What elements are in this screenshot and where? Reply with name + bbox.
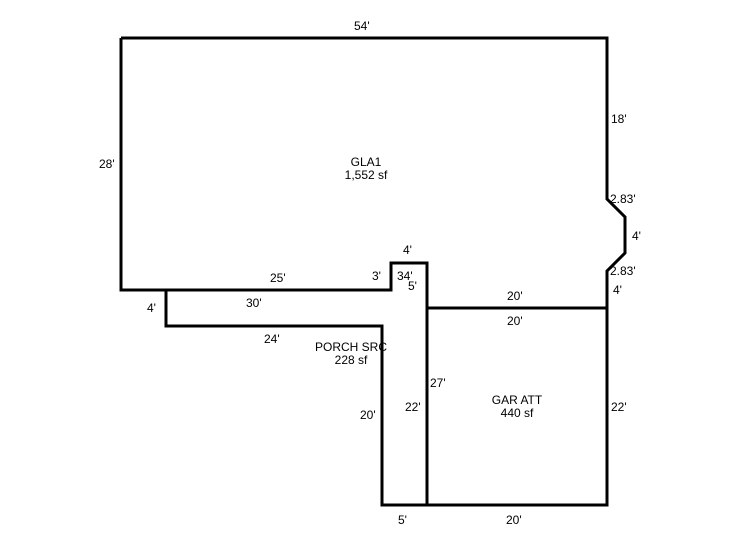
dim-porch-right-inner: 22' xyxy=(405,400,421,414)
dim-left: 28' xyxy=(99,157,115,171)
dim-bump-inner-left: 34' xyxy=(397,269,413,283)
dim-bay-face: 4' xyxy=(632,229,641,243)
area-name: PORCH SRC xyxy=(314,340,387,354)
porch-outline xyxy=(164,290,427,507)
dim-garage-top-inner: 20' xyxy=(507,314,523,328)
area-size: 228 sf xyxy=(334,353,368,367)
dim-bay-lower-angle: 2.83' xyxy=(610,264,636,278)
area-label-gla1: GLA1 1,552 sf xyxy=(336,156,396,182)
dim-bay-upper-angle: 2.83' xyxy=(610,192,636,206)
dim-garage-right: 22' xyxy=(611,400,627,414)
dim-gla-bottom-left: 25' xyxy=(270,271,286,285)
gla1-outline xyxy=(121,36,627,308)
dim-porch-top: 30' xyxy=(246,296,262,310)
dim-porch-left: 4' xyxy=(147,301,156,315)
area-name: GAR ATT xyxy=(491,393,543,407)
gla1-left-wall xyxy=(119,38,429,505)
area-size: 440 sf xyxy=(500,406,534,420)
dim-porch-lower-top: 24' xyxy=(264,332,280,346)
area-size: 1,552 sf xyxy=(344,168,388,182)
area-label-garage: GAR ATT 440 sf xyxy=(482,394,552,420)
dim-porch-right-outer: 20' xyxy=(360,408,376,422)
dim-garage-top-outer: 20' xyxy=(507,289,523,303)
dim-garage-left: 27' xyxy=(430,376,446,390)
dim-bump-top: 4' xyxy=(403,243,412,257)
dim-porch-bottom: 5' xyxy=(398,513,407,527)
dim-garage-bottom: 20' xyxy=(506,513,522,527)
dim-gla-step-down: 3' xyxy=(372,269,381,283)
area-label-porch: PORCH SRC 228 sf xyxy=(306,341,396,367)
dim-bump-inner-right: 5' xyxy=(408,279,417,293)
garage-outline xyxy=(427,306,609,507)
area-name: GLA1 xyxy=(350,155,382,169)
dim-top: 54' xyxy=(354,19,370,33)
dim-right-upper: 18' xyxy=(611,112,627,126)
dim-right-step: 4' xyxy=(613,283,622,297)
